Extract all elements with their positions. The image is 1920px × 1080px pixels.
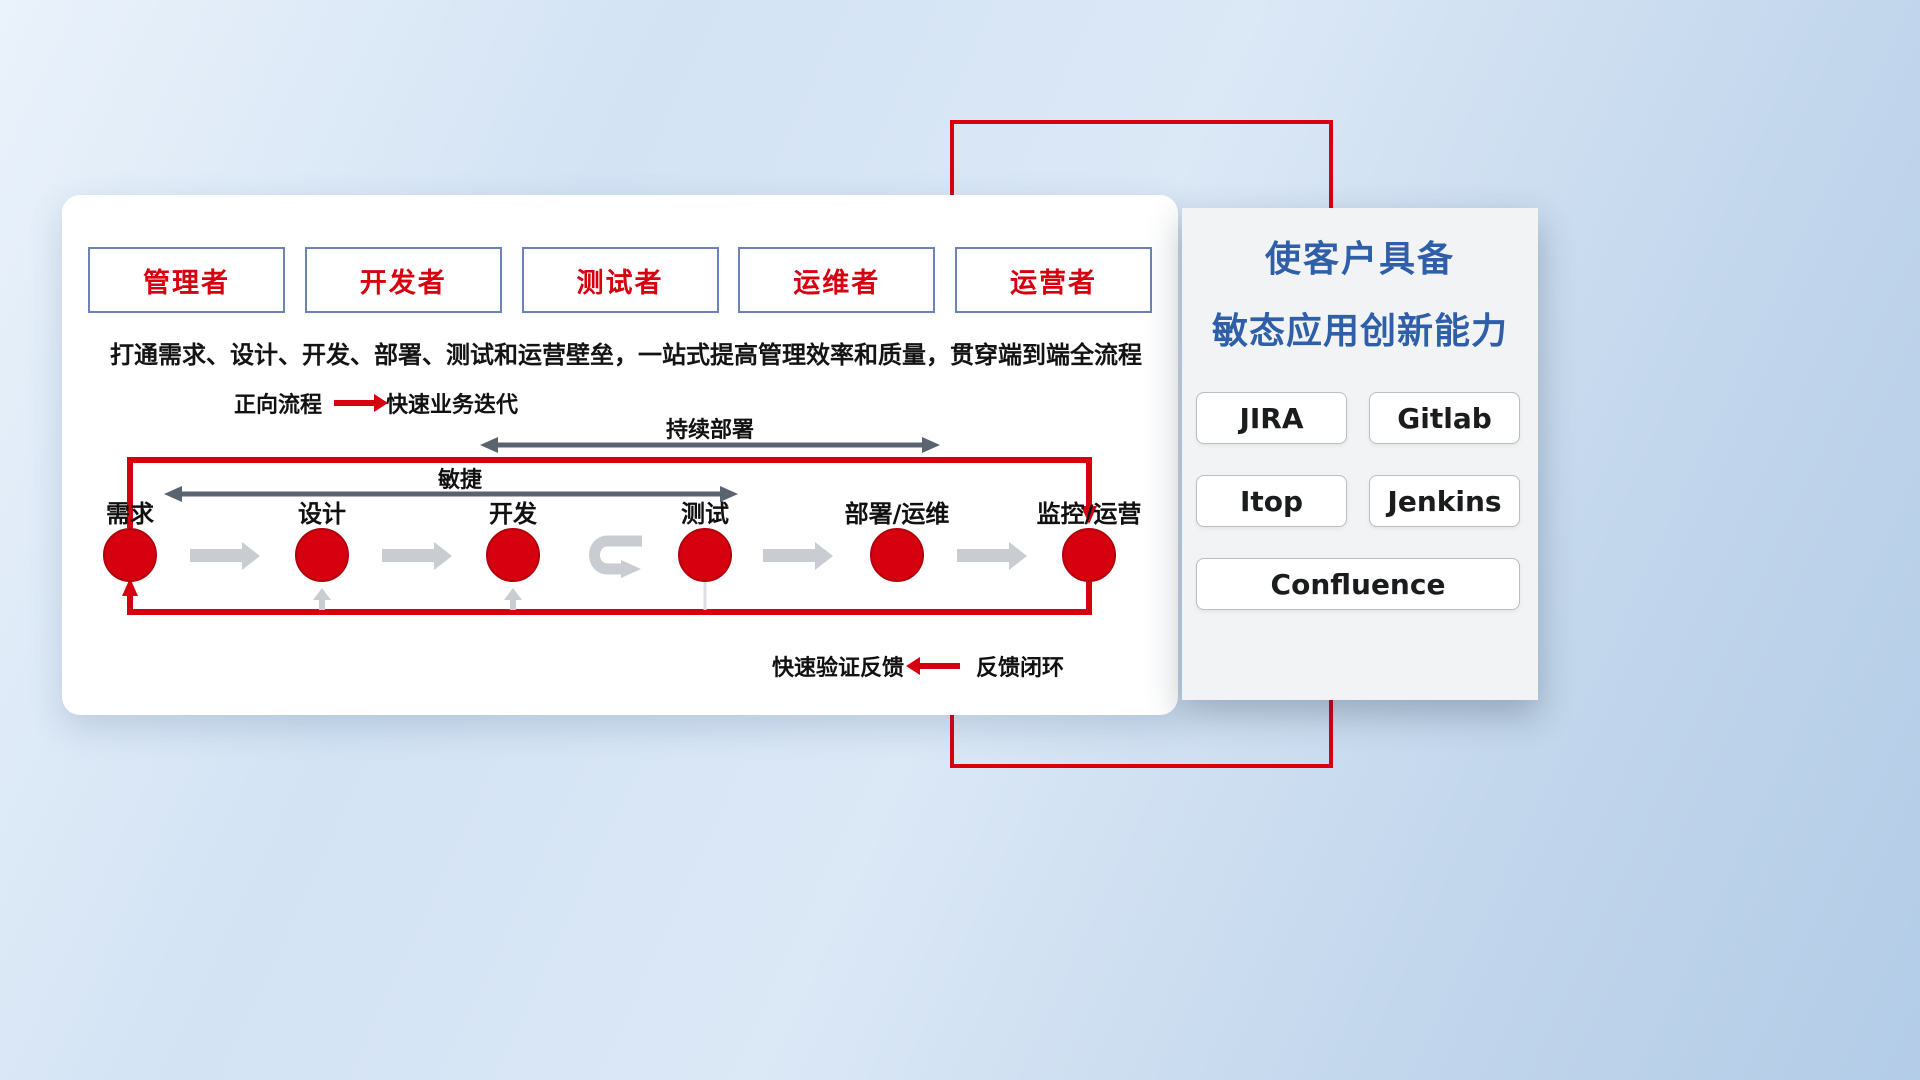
devops-flow-panel: 管理者 开发者 测试者 运维者 运营者 打通需求、设计、开发、部署、测试和运营壁…	[62, 195, 1178, 715]
cd-label: 持续部署	[665, 418, 755, 443]
legend-feedback-label: 反馈闭环	[976, 656, 1065, 681]
step-arrow-icon	[763, 549, 815, 562]
legend-feedback-desc: 快速验证反馈	[772, 656, 905, 681]
legend-feedback: 快速验证反馈 反馈闭环	[772, 650, 1064, 682]
tool-chip-gitlab: Gitlab	[1369, 392, 1520, 444]
tool-chip-itop: Itop	[1196, 475, 1347, 527]
node-label-development: 开发	[489, 500, 537, 528]
legend-forward-desc: 快速业务迭代	[386, 393, 519, 418]
capability-title-line1: 使客户具备	[1264, 239, 1455, 280]
tool-chip-jira: JIRA	[1196, 392, 1347, 444]
node-label-monitor-ops: 监控/运营	[1036, 500, 1142, 528]
panel-subtitle: 打通需求、设计、开发、部署、测试和运营壁垒，一站式提高管理效率和质量，贯穿端到端…	[110, 341, 1142, 369]
capability-panel: 使客户具备 敏态应用创新能力 JIRA Gitlab Itop Jenkins …	[1182, 208, 1538, 700]
node-circle-requirements	[103, 528, 157, 582]
forward-loop-line	[127, 457, 1097, 528]
tool-chip-jenkins: Jenkins	[1369, 475, 1520, 527]
legend-forward: 正向流程 快速业务迭代	[234, 387, 518, 419]
node-circle-deploy-ops	[870, 528, 924, 582]
capability-title-line2: 敏态应用创新能力	[1211, 311, 1508, 352]
tool-chip-confluence: Confluence	[1196, 558, 1520, 610]
flow-diagram: 持续部署 敏捷 需求 设计 开发 测试 部署/运维 监控/运营	[62, 410, 1178, 645]
feedback-loop-line	[122, 578, 1092, 615]
forward-arrow-icon	[334, 400, 375, 406]
step-arrow-icon	[957, 549, 1009, 562]
node-label-testing: 测试	[681, 500, 729, 528]
step-arrow-icon	[382, 549, 434, 562]
role-box-operator: 运营者	[955, 247, 1152, 313]
role-box-manager: 管理者	[88, 247, 285, 313]
agile-label: 敏捷	[437, 468, 483, 493]
feedback-up-arrowhead-dev	[504, 588, 522, 600]
step-arrow-icon	[190, 549, 242, 562]
node-label-requirements: 需求	[106, 500, 154, 528]
flow-lines-layer	[122, 437, 1097, 615]
tools-grid: JIRA Gitlab Itop Jenkins Confluence	[1196, 392, 1520, 610]
node-circle-design	[295, 528, 349, 582]
node-label-deploy-ops: 部署/运维	[844, 500, 950, 528]
roles-row: 管理者 开发者 测试者 运维者 运营者	[88, 247, 1152, 313]
role-box-tester: 测试者	[521, 247, 719, 313]
node-circle-monitor-ops	[1062, 528, 1116, 582]
iteration-loop-icon	[589, 535, 642, 578]
feedback-arrow-icon	[920, 663, 961, 669]
legend-forward-label: 正向流程	[234, 393, 323, 418]
node-circle-development	[486, 528, 540, 582]
node-circle-testing	[678, 528, 732, 582]
feedback-up-arrowhead-design	[313, 588, 331, 600]
node-label-design: 设计	[298, 500, 346, 528]
role-box-operations: 运维者	[738, 247, 936, 313]
role-box-developer: 开发者	[304, 247, 502, 313]
